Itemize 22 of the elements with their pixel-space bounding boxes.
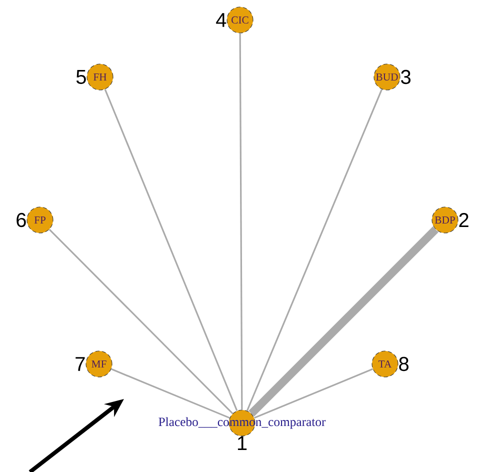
node-number: 1 [238,436,247,450]
node-number: 7 [76,357,85,371]
network-edge [248,226,438,416]
node-number: 8 [399,356,408,372]
network-edge [246,88,383,412]
node-number: 2 [459,213,468,227]
node-number: 4 [216,13,226,27]
node-number: 6 [16,212,26,228]
node-number: 3 [401,70,410,84]
network-node: FP [26,206,54,234]
network-node: CIC [226,6,254,34]
network-edge [254,368,374,419]
network-edge [239,33,243,410]
network-edge [110,368,230,419]
network-node: MF [86,350,112,378]
network-node: FH [86,64,114,90]
network-node: BDP [432,206,458,234]
network-node: TA [372,350,398,378]
network-node: BUD [374,64,400,90]
node-number: 5 [76,70,86,84]
network-edge [104,88,238,412]
network-edge [48,228,234,414]
